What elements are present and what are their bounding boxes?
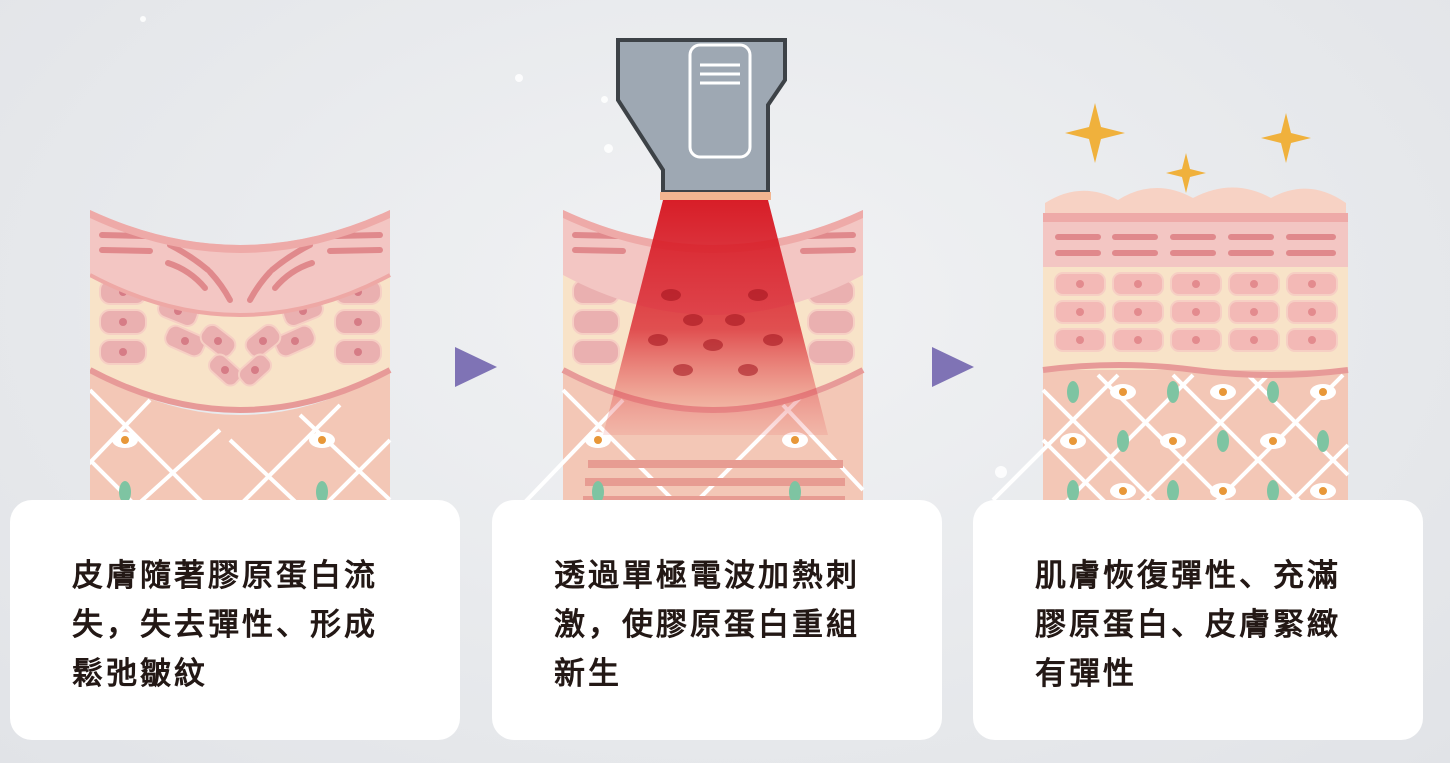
step-arrow-icon xyxy=(932,347,974,387)
step-card-2: 透過單極電波加熱刺 激，使膠原蛋白重組 新生 xyxy=(492,500,942,740)
rf-probe-icon xyxy=(616,38,787,200)
bg-dot xyxy=(604,144,613,153)
step-arrow-icon xyxy=(455,347,497,387)
bg-dot xyxy=(140,16,146,22)
step-3-description: 肌膚恢復彈性、充滿 膠原蛋白、皮膚緊緻 有彈性 xyxy=(1035,558,1341,692)
step-card-1: 皮膚隨著膠原蛋白流 失，失去彈性、形成 鬆弛皺紋 xyxy=(10,500,460,740)
step-card-3: 肌膚恢復彈性、充滿 膠原蛋白、皮膚緊緻 有彈性 xyxy=(973,500,1423,740)
rf-treatment-illustration xyxy=(501,38,865,527)
firm-skin-illustration xyxy=(991,103,1350,527)
fiber-node xyxy=(316,481,328,503)
sagging-skin-illustration xyxy=(90,210,392,525)
bg-dot xyxy=(515,74,523,82)
bg-dot xyxy=(601,96,608,103)
step-2-description: 透過單極電波加熱刺 激，使膠原蛋白重組 新生 xyxy=(554,558,860,692)
sparkle-icon xyxy=(1065,103,1311,193)
fiber-node xyxy=(119,481,131,503)
step-1-description: 皮膚隨著膠原蛋白流 失，失去彈性、形成 鬆弛皺紋 xyxy=(72,558,378,692)
rf-beam xyxy=(603,200,828,435)
bg-dot xyxy=(995,466,1007,478)
